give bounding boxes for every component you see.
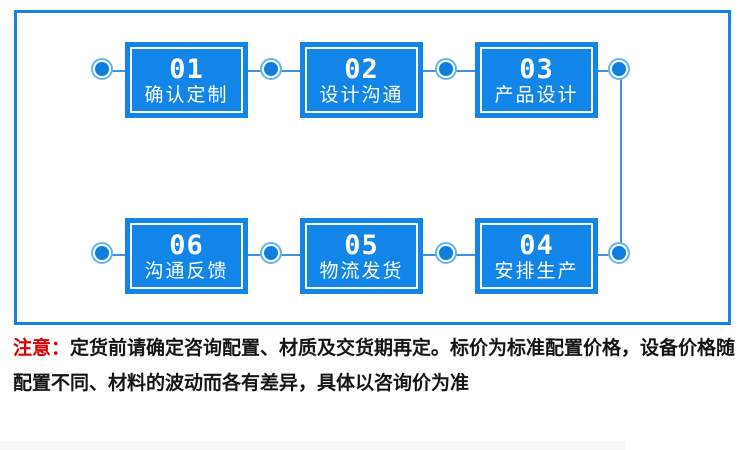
node-dot	[612, 62, 626, 76]
step-box-01: 01 确认定制	[125, 42, 248, 118]
connector-node	[260, 242, 282, 264]
connector-node	[608, 242, 630, 264]
step-number: 01	[169, 53, 204, 85]
connector-node	[91, 242, 113, 264]
step-number: 02	[344, 53, 379, 85]
step-label: 沟通反馈	[144, 260, 229, 282]
node-dot	[264, 62, 278, 76]
step-box-03: 03 产品设计	[475, 42, 598, 118]
step-box-04: 04 安排生产	[475, 218, 598, 294]
node-dot	[612, 246, 626, 260]
node-dot	[439, 246, 453, 260]
connector-node	[608, 58, 630, 80]
footer-band	[0, 441, 625, 450]
step-box-02: 02 设计沟通	[300, 42, 423, 118]
connector-line-vertical	[620, 71, 622, 255]
step-number: 06	[169, 229, 204, 261]
note-body-1: 定货前请确定咨询配置、材质及交货期再定。标价为标准配置价格，设备价格随	[70, 338, 736, 359]
note-text: 注意：定货前请确定咨询配置、材质及交货期再定。标价为标准配置价格，设备价格随 配…	[13, 331, 749, 401]
node-dot	[439, 62, 453, 76]
node-dot	[95, 246, 109, 260]
step-number: 04	[519, 229, 554, 261]
step-label: 设计沟通	[319, 84, 404, 106]
connector-node	[435, 242, 457, 264]
step-box-06: 06 沟通反馈	[125, 218, 248, 294]
step-label: 安排生产	[494, 260, 579, 282]
step-box-05: 05 物流发货	[300, 218, 423, 294]
note-line-1: 注意：定货前请确定咨询配置、材质及交货期再定。标价为标准配置价格，设备价格随	[13, 331, 749, 366]
connector-node	[260, 58, 282, 80]
node-dot	[95, 62, 109, 76]
step-label: 产品设计	[494, 84, 579, 106]
step-label: 物流发货	[319, 260, 404, 282]
step-label: 确认定制	[144, 84, 229, 106]
flow-frame-border	[14, 10, 731, 325]
node-dot	[264, 246, 278, 260]
connector-node	[91, 58, 113, 80]
note-prefix: 注意：	[13, 338, 71, 359]
step-number: 05	[344, 229, 379, 261]
note-line-2: 配置不同、材料的波动而各有差异，具体以咨询价为准	[13, 373, 470, 394]
step-number: 03	[519, 53, 554, 85]
connector-node	[435, 58, 457, 80]
